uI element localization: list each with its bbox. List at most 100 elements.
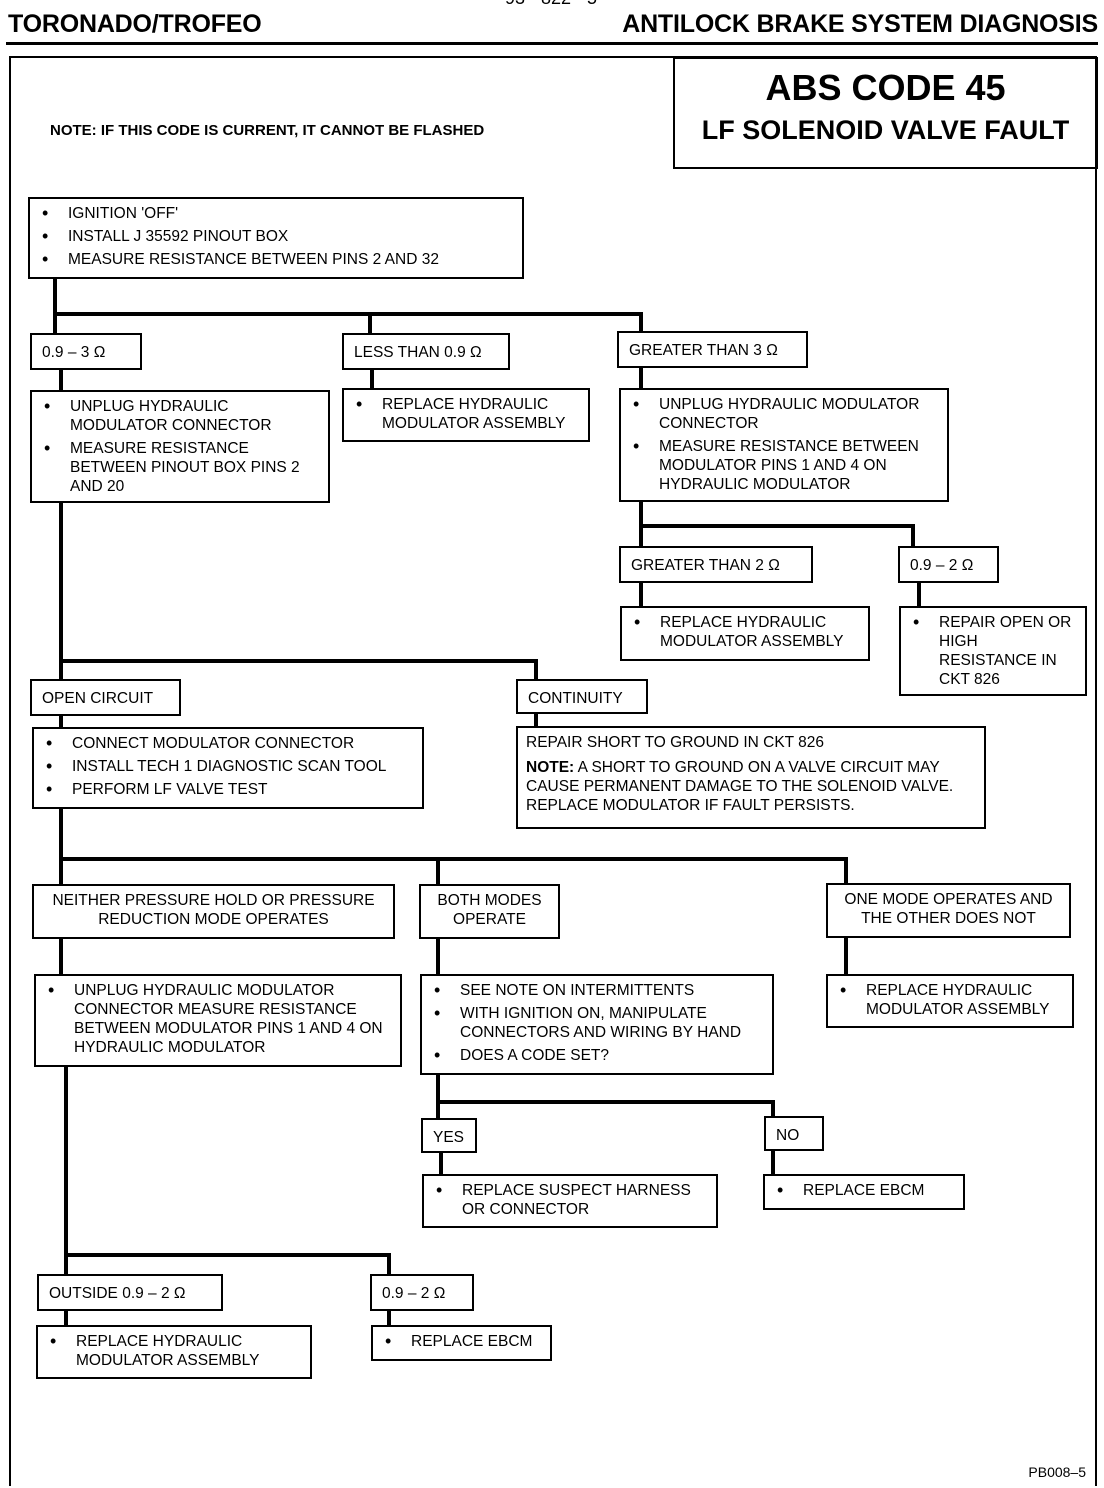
step-item: REPAIR OPEN OR HIGH RESISTANCE IN CKT 82… [909, 613, 1075, 689]
connector [59, 659, 538, 663]
result-label-0.9-2-ohm: 0.9 – 2 Ω [370, 1274, 474, 1311]
connector [534, 713, 538, 727]
connector [639, 312, 643, 331]
step-item: REPLACE SUSPECT HARNESS OR CONNECTOR [432, 1181, 706, 1219]
step-item: UNPLUG HYDRAULIC MODULATOR CONNECTOR MEA… [44, 981, 390, 1057]
connector [911, 524, 915, 546]
connector [53, 312, 643, 316]
page-frame [9, 56, 1097, 1486]
step-item: REPLACE HYDRAULIC MODULATOR ASSEMBLY [630, 613, 858, 651]
step-item: INSTALL TECH 1 DIAGNOSTIC SCAN TOOL [42, 757, 412, 776]
action-box-measure-modulator-pins: UNPLUG HYDRAULIC MODULATOR CONNECTOR MEA… [619, 388, 949, 502]
result-label-one-mode: ONE MODE OPERATES AND THE OTHER DOES NOT [826, 883, 1071, 938]
valve-damage-note: NOTE: A SHORT TO GROUND ON A VALVE CIRCU… [526, 758, 974, 815]
action-box-valve-test: CONNECT MODULATOR CONNECTOR INSTALL TECH… [32, 727, 424, 809]
connector [639, 582, 643, 606]
connector [64, 1310, 68, 1326]
result-label-less-than-0.9-ohm: LESS THAN 0.9 Ω [342, 333, 510, 370]
action-box-measure-pins-2-20: UNPLUG HYDRAULIC MODULATOR CONNECTOR MEA… [30, 390, 330, 503]
step-item: REPLACE HYDRAULIC MODULATOR ASSEMBLY [46, 1332, 300, 1370]
title-box: ABS CODE 45 LF SOLENOID VALVE FAULT [673, 57, 1098, 169]
step-item: CONNECT MODULATOR CONNECTOR [42, 734, 412, 753]
both-modes-text: BOTH MODES OPERATE [437, 892, 542, 928]
connector [370, 368, 374, 388]
connector [59, 857, 848, 861]
step-item: MEASURE RESISTANCE BETWEEN PINOUT BOX PI… [40, 439, 318, 496]
connector [917, 582, 921, 606]
header-model: TORONADO/TROFEO [8, 10, 262, 38]
neither-mode-text: NEITHER PRESSURE HOLD OR PRESSURE REDUCT… [52, 892, 375, 928]
header-section: ANTILOCK BRAKE SYSTEM DIAGNOSIS [622, 10, 1098, 38]
header-rule [6, 42, 1098, 45]
step-item: REPLACE HYDRAULIC MODULATOR ASSEMBLY [836, 981, 1062, 1019]
result-label-greater-than-3-ohm: GREATER THAN 3 Ω [617, 331, 808, 368]
connector [64, 1253, 391, 1257]
connector [639, 368, 643, 388]
result-label-0.9-2-ohm: 0.9 – 2 Ω [898, 546, 999, 583]
result-label-neither-mode: NEITHER PRESSURE HOLD OR PRESSURE REDUCT… [32, 884, 395, 939]
connector [59, 715, 63, 729]
step-item: DOES A CODE SET? [430, 1046, 762, 1065]
note-text: A SHORT TO GROUND ON A VALVE CIRCUIT MAY… [526, 759, 954, 814]
action-box-replace-modulator: REPLACE HYDRAULIC MODULATOR ASSEMBLY [36, 1325, 312, 1379]
connector [59, 808, 63, 885]
action-box-replace-modulator: REPLACE HYDRAULIC MODULATOR ASSEMBLY [620, 606, 870, 661]
result-label-open-circuit: OPEN CIRCUIT [30, 679, 181, 716]
action-box-replace-harness: REPLACE SUSPECT HARNESS OR CONNECTOR [422, 1174, 718, 1228]
code-subtitle: LF SOLENOID VALVE FAULT [701, 115, 1070, 145]
step-item: UNPLUG HYDRAULIC MODULATOR CONNECTOR [40, 397, 318, 435]
step-item: INSTALL J 35592 PINOUT BOX [38, 227, 512, 246]
action-box-measure-modulator: UNPLUG HYDRAULIC MODULATOR CONNECTOR MEA… [34, 974, 402, 1067]
step-item: PERFORM LF VALVE TEST [42, 780, 412, 799]
step-item: SEE NOTE ON INTERMITTENTS [430, 981, 762, 1000]
connector [64, 1066, 68, 1275]
action-box-replace-modulator: REPLACE HYDRAULIC MODULATOR ASSEMBLY [826, 974, 1074, 1028]
connector [387, 1310, 391, 1326]
step-item: REPLACE EBCM [381, 1332, 540, 1351]
result-label-no: NO [764, 1116, 824, 1151]
connector [387, 1253, 391, 1275]
one-mode-text: ONE MODE OPERATES AND THE OTHER DOES NOT [844, 891, 1053, 927]
result-label-yes: YES [421, 1118, 477, 1153]
connector [771, 1100, 775, 1118]
connector [436, 857, 440, 885]
connector [436, 1074, 440, 1120]
step-item: REPLACE EBCM [773, 1181, 953, 1200]
top-page-mark: 93 - 822 - 5 [505, 0, 597, 9]
step-item: IGNITION 'OFF' [38, 204, 512, 223]
code-title: ABS CODE 45 [765, 67, 1006, 108]
step-item: WITH IGNITION ON, MANIPULATE CONNECTORS … [430, 1004, 762, 1042]
action-box-repair-open: REPAIR OPEN OR HIGH RESISTANCE IN CKT 82… [899, 606, 1087, 696]
connector [436, 1100, 775, 1104]
start-step-box: IGNITION 'OFF' INSTALL J 35592 PINOUT BO… [28, 197, 524, 279]
connector [59, 938, 63, 974]
action-box-replace-modulator: REPLACE HYDRAULIC MODULATOR ASSEMBLY [342, 388, 590, 442]
action-box-replace-ebcm: REPLACE EBCM [763, 1174, 965, 1210]
step-item: MEASURE RESISTANCE BETWEEN MODULATOR PIN… [629, 437, 937, 494]
connector [59, 502, 63, 680]
connector [436, 938, 440, 974]
step-item: UNPLUG HYDRAULIC MODULATOR CONNECTOR [629, 395, 937, 433]
step-item: REPLACE HYDRAULIC MODULATOR ASSEMBLY [352, 395, 578, 433]
result-label-outside-0.9-2-ohm: OUTSIDE 0.9 – 2 Ω [37, 1274, 223, 1311]
action-box-replace-ebcm: REPLACE EBCM [371, 1325, 552, 1361]
connector [59, 368, 63, 390]
result-label-greater-than-2-ohm: GREATER THAN 2 Ω [619, 546, 813, 583]
result-label-continuity: CONTINUITY [516, 679, 648, 714]
step-item: MEASURE RESISTANCE BETWEEN PINS 2 AND 32 [38, 250, 512, 269]
connector [639, 524, 915, 528]
note-label: NOTE: [526, 759, 575, 776]
connector [368, 312, 372, 333]
connector [53, 277, 57, 333]
connector [534, 659, 538, 679]
flash-note: NOTE: IF THIS CODE IS CURRENT, IT CANNOT… [50, 122, 485, 139]
connector [439, 1151, 443, 1175]
repair-short-text: REPAIR SHORT TO GROUND IN CKT 826 [526, 734, 825, 751]
action-box-intermittent-check: SEE NOTE ON INTERMITTENTS WITH IGNITION … [420, 974, 774, 1075]
connector [771, 1150, 775, 1175]
result-label-0.9-3-ohm: 0.9 – 3 Ω [30, 333, 142, 370]
connector [844, 857, 848, 883]
result-label-both-modes: BOTH MODES OPERATE [419, 884, 560, 939]
action-box-repair-short: REPAIR SHORT TO GROUND IN CKT 826 NOTE: … [516, 726, 986, 829]
connector [844, 937, 848, 974]
